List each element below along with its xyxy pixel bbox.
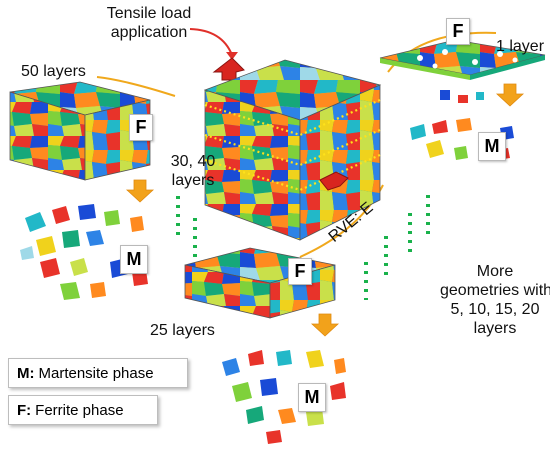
load-pointer-head xyxy=(226,52,238,60)
legend-martensite-text: Martensite phase xyxy=(38,364,154,382)
ferrite-badge-50: F xyxy=(129,114,153,141)
layers-1-label: 1 layer xyxy=(496,38,545,55)
down-arrow-left xyxy=(125,179,155,203)
block-25-layers xyxy=(184,247,336,319)
martensite-cluster-bottom xyxy=(222,350,346,444)
tensile-load-label: Tensile load application xyxy=(106,5,192,41)
load-pointer-line xyxy=(189,28,233,56)
legend-ferrite-text: Ferrite phase xyxy=(35,401,124,419)
martensite-badge-left: M xyxy=(120,245,148,274)
tensile-load-arrow xyxy=(189,28,245,81)
leader-50-layers xyxy=(96,76,176,97)
ferrite-badge-1: F xyxy=(446,18,470,45)
legend-martensite-key: M: xyxy=(17,364,35,382)
down-arrow-right xyxy=(495,83,525,107)
legend-martensite: M: Martensite phase xyxy=(8,358,188,388)
layers-50-label: 50 layers xyxy=(21,63,86,80)
more-geometries-label: More geometries with: 5, 10, 15, 20 laye… xyxy=(440,263,550,337)
down-arrow-bottom xyxy=(310,313,340,337)
ferrite-badge-25: F xyxy=(288,258,312,285)
sheet-1-layer xyxy=(379,39,546,103)
layers-30-40-label: 30, 40 layers xyxy=(170,153,216,189)
rve-side-face xyxy=(299,84,381,241)
load-arrow-side xyxy=(319,171,349,191)
legend-ferrite-key: F: xyxy=(17,401,32,419)
legend-ferrite: F: Ferrite phase xyxy=(8,395,158,425)
load-arrow-top xyxy=(212,57,245,81)
orange-down-arrows xyxy=(125,83,525,337)
martensite-badge-right: M xyxy=(478,132,506,161)
layers-25-label: 25 layers xyxy=(150,322,215,339)
green-dotted-lines xyxy=(176,195,430,300)
rve-cube xyxy=(203,59,382,241)
martensite-badge-bottom: M xyxy=(298,383,326,412)
martensite-cluster-left xyxy=(20,204,148,300)
martensite-cluster-right xyxy=(410,118,514,160)
